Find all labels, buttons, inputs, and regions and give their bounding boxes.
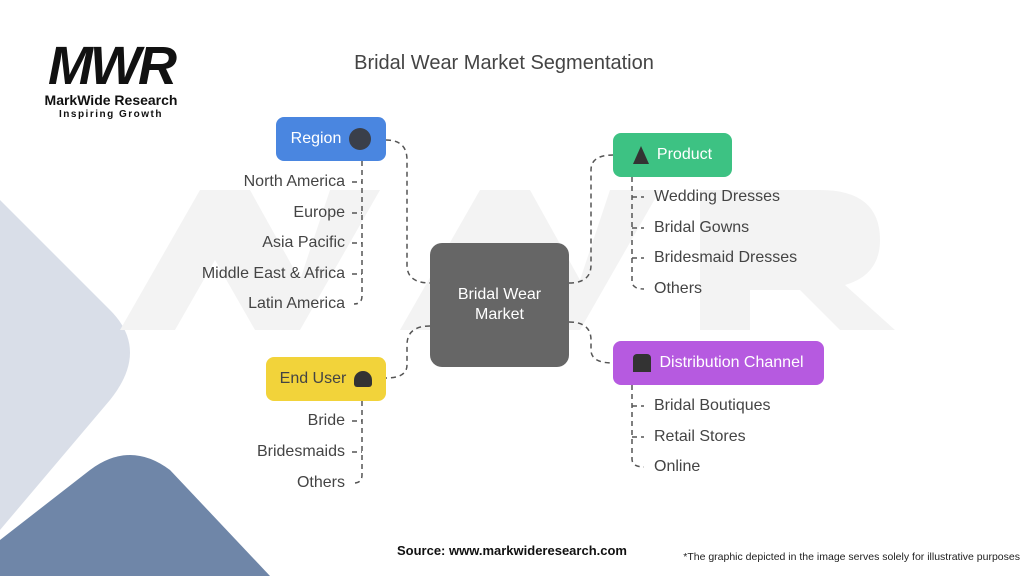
center-label-line1: Bridal Wear bbox=[457, 286, 542, 303]
center-label-line2: Market bbox=[475, 306, 524, 323]
end-user-item: Others bbox=[296, 474, 345, 491]
end-user-item: Bride bbox=[307, 412, 345, 429]
center-node: Bridal Wear Market bbox=[430, 243, 569, 367]
product-item: Wedding Dresses bbox=[654, 188, 780, 205]
source-text: Source: www.markwideresearch.com bbox=[396, 543, 627, 558]
product-item: Bridesmaid Dresses bbox=[654, 249, 798, 266]
logo-name: MarkWide Research bbox=[44, 92, 178, 108]
product-item: Bridal Gowns bbox=[654, 219, 750, 236]
region-item: Middle East & Africa bbox=[201, 265, 345, 282]
product-item: Others bbox=[654, 280, 703, 297]
end-user-node: End User bbox=[266, 357, 386, 401]
dress-icon bbox=[632, 146, 649, 164]
disclaimer-text: *The graphic depicted in the image serve… bbox=[683, 551, 1020, 563]
region-item: North America bbox=[243, 173, 345, 190]
region-item: Asia Pacific bbox=[262, 234, 345, 251]
distribution-label: Distribution Channel bbox=[659, 354, 804, 371]
globe-icon bbox=[349, 128, 372, 150]
region-label: Region bbox=[290, 130, 342, 147]
product-node: Product bbox=[613, 133, 732, 177]
logo-tagline: Inspiring Growth bbox=[59, 109, 163, 120]
region-item: Europe bbox=[293, 204, 345, 221]
page-title: Bridal Wear Market Segmentation bbox=[354, 52, 654, 74]
end-user-item: Bridesmaids bbox=[256, 443, 345, 460]
distribution-item: Online bbox=[654, 458, 701, 475]
product-label: Product bbox=[656, 146, 713, 163]
distribution-item: Bridal Boutiques bbox=[654, 397, 771, 414]
distribution-item: Retail Stores bbox=[654, 428, 746, 445]
logo-mark: MWR bbox=[48, 36, 177, 96]
network-icon bbox=[633, 354, 652, 372]
logo: MWR MarkWide Research Inspiring Growth bbox=[36, 36, 186, 121]
region-item: Latin America bbox=[248, 295, 345, 312]
users-icon bbox=[354, 371, 373, 387]
region-node: Region bbox=[276, 117, 386, 161]
end-user-label: End User bbox=[279, 370, 347, 387]
distribution-node: Distribution Channel bbox=[613, 341, 824, 385]
